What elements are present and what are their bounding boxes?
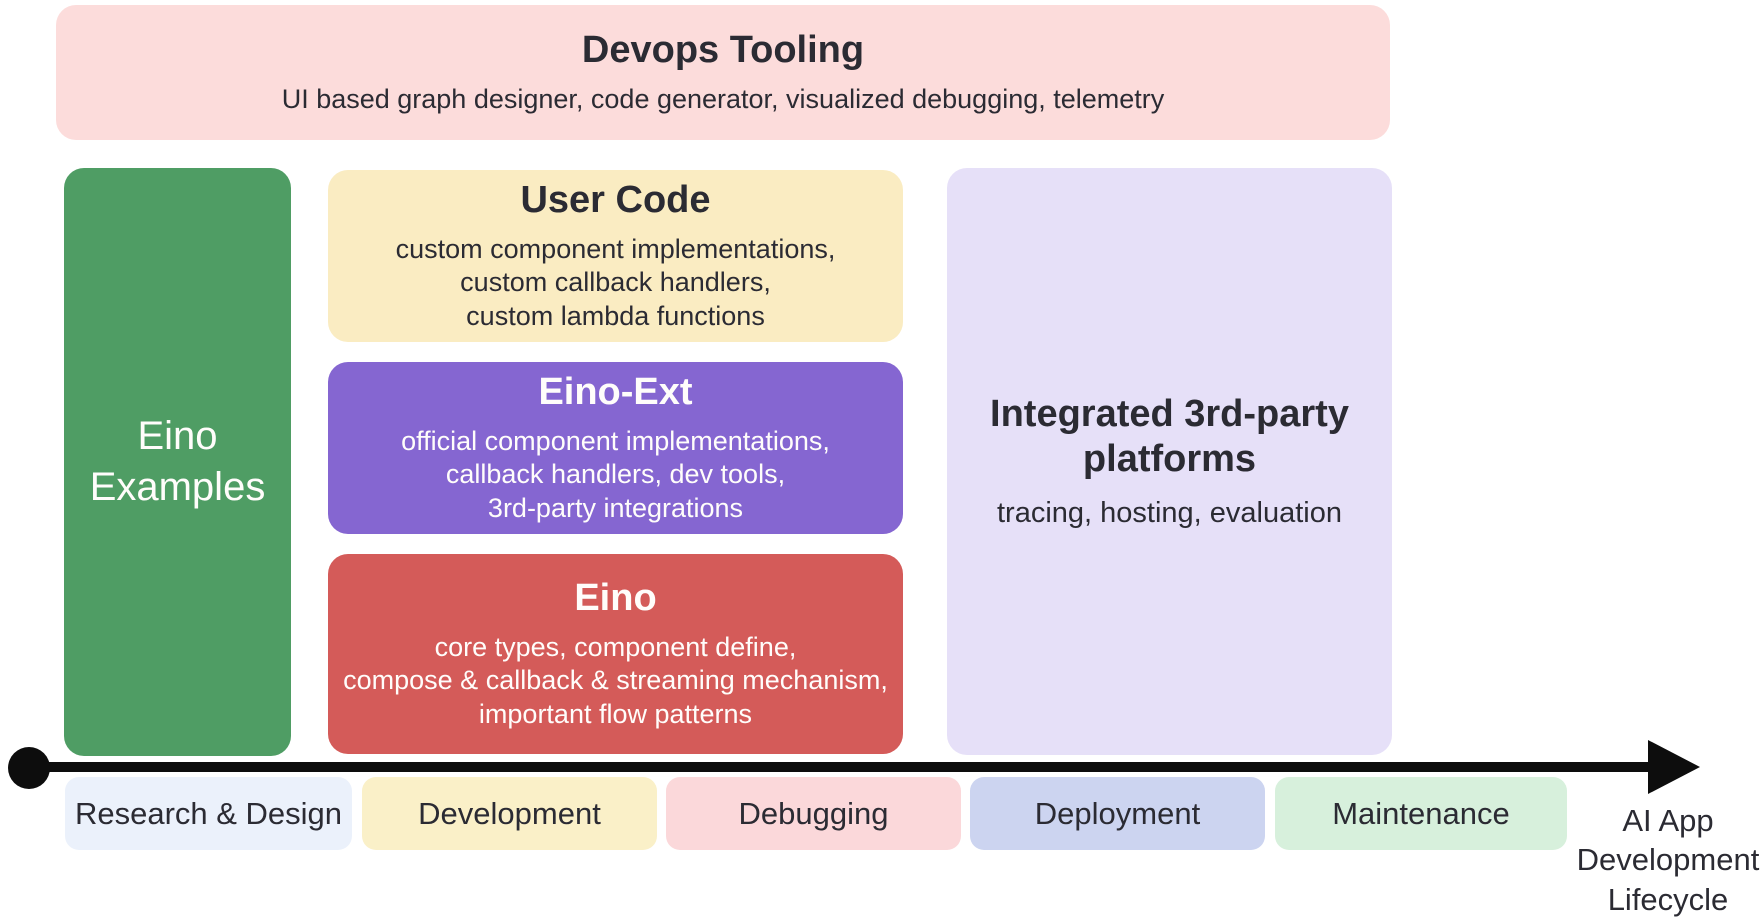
user-code-box: User Code custom component implementatio… xyxy=(328,170,903,342)
third-party-platforms-box: Integrated 3rd-party platforms tracing, … xyxy=(947,168,1392,755)
eino-core-description: core types, component define, compose & … xyxy=(343,631,888,730)
eino-ext-box: Eino-Ext official component implementati… xyxy=(328,362,903,534)
eino-examples-title: Eino Examples xyxy=(89,413,266,509)
stage-development: Development xyxy=(362,777,657,850)
stage-debugging-label: Debugging xyxy=(738,795,889,831)
eino-ext-title: Eino-Ext xyxy=(538,371,693,414)
eino-core-box: Eino core types, component define, compo… xyxy=(328,554,903,754)
devops-tooling-title: Devops Tooling xyxy=(581,29,865,72)
stage-maintenance-label: Maintenance xyxy=(1332,795,1510,831)
third-party-platforms-description: tracing, hosting, evaluation xyxy=(997,496,1342,529)
stage-development-label: Development xyxy=(418,795,601,831)
eino-ext-description: official component implementations, call… xyxy=(401,425,830,524)
timeline-arrowhead-icon xyxy=(1648,740,1700,794)
user-code-title: User Code xyxy=(520,179,711,222)
user-code-description: custom component implementations, custom… xyxy=(395,233,836,332)
stage-research-design: Research & Design xyxy=(65,777,352,850)
timeline-axis-line xyxy=(28,762,1652,772)
stage-research-design-label: Research & Design xyxy=(74,795,343,831)
stage-debugging: Debugging xyxy=(666,777,961,850)
eino-examples-box: Eino Examples xyxy=(64,168,291,756)
third-party-platforms-title: Integrated 3rd-party platforms xyxy=(990,392,1349,481)
eino-core-title: Eino xyxy=(574,577,657,620)
stage-maintenance: Maintenance xyxy=(1275,777,1567,850)
devops-tooling-box: Devops Tooling UI based graph designer, … xyxy=(56,5,1390,140)
devops-tooling-description: UI based graph designer, code generator,… xyxy=(281,83,1165,114)
timeline-axis-caption: AI App Development Lifecycle xyxy=(1576,803,1760,917)
stage-deployment-label: Deployment xyxy=(1034,795,1201,831)
stage-deployment: Deployment xyxy=(970,777,1265,850)
